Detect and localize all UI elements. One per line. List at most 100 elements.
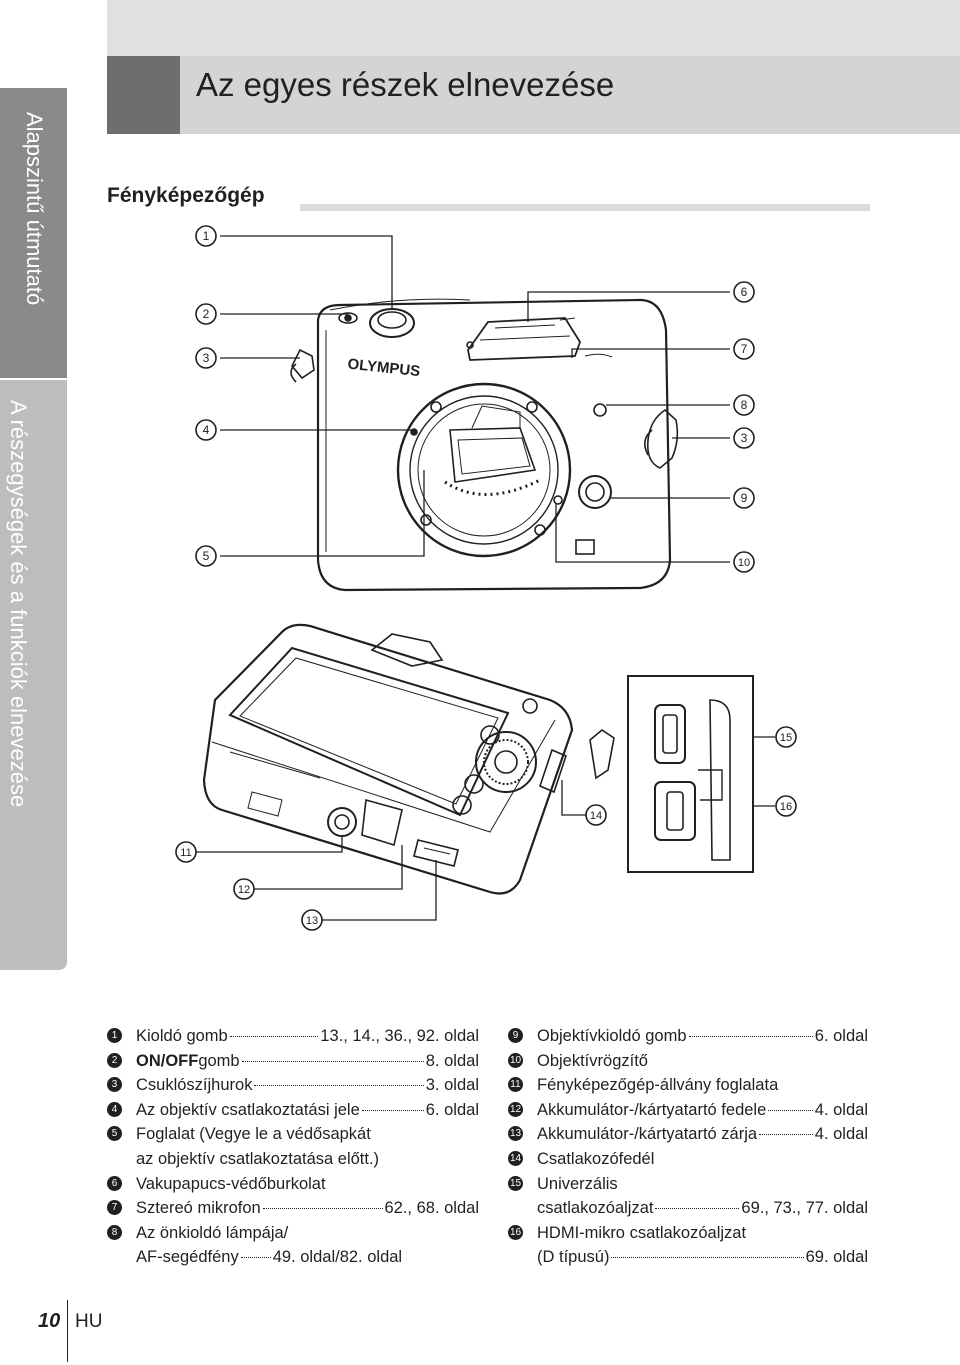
marker-4: 4 <box>195 419 217 441</box>
svg-text:9: 9 <box>741 491 748 505</box>
legend-number: 15 <box>508 1175 523 1191</box>
marker-13: 13 <box>301 909 323 931</box>
legend-name: Csatlakozófedél <box>537 1149 655 1168</box>
svg-text:10: 10 <box>738 557 750 569</box>
legend-item-6: 6 Vakupapucs-védőburkolat <box>107 1172 479 1197</box>
legend-item-8: 8 Az önkioldó lámpája/AF-segédfény 49. o… <box>107 1221 479 1270</box>
camera-back-view <box>202 623 615 895</box>
legend-item-2: 2 ON/OFF gomb 8. oldal <box>107 1049 479 1074</box>
language-code: HU <box>75 1311 103 1332</box>
marker-2: 2 <box>195 303 217 325</box>
leader-lines <box>196 235 775 921</box>
parts-legend-left: 1 Kioldó gomb 13., 14., 36., 92. oldal 2 … <box>107 1024 479 1270</box>
svg-text:11: 11 <box>180 847 191 859</box>
legend-number: 3 <box>107 1077 122 1093</box>
legend-number: 7 <box>107 1200 122 1216</box>
marker-10: 10 <box>733 551 755 573</box>
brand-logo: OLYMPUS <box>347 356 421 381</box>
legend-name: Objektívrögzítő <box>537 1051 648 1070</box>
marker-15: 15 <box>775 726 797 748</box>
legend-page: 6. oldal <box>425 1100 479 1119</box>
marker-7: 7 <box>733 338 755 360</box>
side-tab-parts-names-label: A részegységek és a funkciók elnevezése <box>6 400 31 808</box>
legend-name: gomb <box>198 1051 240 1070</box>
legend-name-cont: csatlakozóaljzat <box>537 1199 654 1218</box>
legend-number: 13 <box>508 1126 523 1142</box>
legend-item-14: 14 Csatlakozófedél <box>508 1147 868 1172</box>
legend-item-7: 7 Sztereó mikrofon 62., 68. oldal <box>107 1196 479 1221</box>
legend-name: Foglalat (Vegye le a védősapkát <box>136 1125 371 1144</box>
legend-name: Csuklószíjhurok <box>136 1076 253 1095</box>
legend-page: 49. oldal/82. oldal <box>272 1248 403 1267</box>
legend-name: Vakupapucs-védőburkolat <box>136 1174 326 1193</box>
section-rule <box>300 204 870 211</box>
marker-12: 12 <box>233 878 255 900</box>
side-tab-basic-guide-label: Alapszintű útmutató <box>22 112 47 306</box>
svg-text:15: 15 <box>780 732 792 744</box>
marker-5: 5 <box>195 545 217 567</box>
svg-text:8: 8 <box>741 398 748 412</box>
marker-3b: 3 <box>733 427 755 449</box>
legend-number: 2 <box>107 1052 122 1068</box>
side-tab-parts-names[interactable] <box>0 380 67 970</box>
marker-8: 8 <box>733 394 755 416</box>
legend-item-16: 16 HDMI-mikro csatlakozóaljzat (D típusú)… <box>508 1221 868 1270</box>
side-tab-basic-guide[interactable] <box>0 88 67 378</box>
legend-number: 4 <box>107 1101 122 1117</box>
svg-text:2: 2 <box>203 307 210 321</box>
connector-inset <box>627 675 754 873</box>
camera-diagram: OLYMPUS <box>175 225 797 931</box>
svg-text:13: 13 <box>306 915 318 927</box>
svg-text:7: 7 <box>741 342 748 356</box>
legend-page: 13., 14., 36., 92. oldal <box>320 1027 479 1045</box>
legend-name: HDMI-mikro csatlakozóaljzat <box>537 1223 747 1242</box>
legend-name: Objektívkioldó gomb <box>537 1027 687 1045</box>
marker-1: 1 <box>195 225 217 247</box>
footer-divider <box>67 1300 68 1362</box>
legend-number: 9 <box>508 1028 523 1043</box>
svg-text:1: 1 <box>203 229 210 243</box>
header-top-band <box>107 0 960 56</box>
part-markers: 1 2 3 4 5 6 7 8 3 9 10 11 12 13 14 15 16 <box>175 225 797 931</box>
legend-name: Akkumulátor-/kártyatartó zárja <box>537 1125 758 1144</box>
legend-item-10: 10 Objektívrögzítő <box>508 1049 868 1074</box>
legend-page: 8. oldal <box>425 1051 479 1070</box>
legend-name: Az önkioldó lámpája/ <box>136 1223 289 1242</box>
legend-page: 62., 68. oldal <box>384 1199 480 1218</box>
legend-number: 5 <box>107 1126 122 1142</box>
marker-11: 11 <box>175 841 197 863</box>
legend-number: 1 <box>107 1028 122 1043</box>
svg-text:5: 5 <box>203 549 210 563</box>
svg-text:14: 14 <box>590 810 602 822</box>
legend-name: Fényképezőgép-állvány foglalata <box>537 1076 779 1095</box>
legend-name-cont: (D típusú) <box>537 1248 610 1267</box>
legend-name-cont: AF-segédfény <box>136 1248 239 1267</box>
legend-item-3: 3 Csuklószíjhurok 3. oldal <box>107 1073 479 1098</box>
legend-name-bold: ON/OFF <box>136 1051 199 1070</box>
legend-item-1: 1 Kioldó gomb 13., 14., 36., 92. oldal <box>107 1024 479 1049</box>
legend-page: 69., 73., 77. oldal <box>741 1199 868 1218</box>
legend-name: Kioldó gomb <box>136 1027 228 1045</box>
header-bar <box>107 56 960 134</box>
camera-front-view: OLYMPUS <box>290 298 679 592</box>
legend-page: 3. oldal <box>425 1076 479 1095</box>
legend-number: 12 <box>508 1101 523 1117</box>
marker-14: 14 <box>585 804 607 826</box>
svg-text:4: 4 <box>203 423 210 437</box>
legend-name: Sztereó mikrofon <box>136 1199 261 1218</box>
legend-page: 69. oldal <box>805 1248 868 1267</box>
marker-3: 3 <box>195 347 217 369</box>
legend-number: 10 <box>508 1052 523 1068</box>
legend-number: 14 <box>508 1150 523 1166</box>
svg-text:3: 3 <box>741 431 748 445</box>
legend-number: 8 <box>107 1224 122 1240</box>
svg-text:6: 6 <box>741 285 748 299</box>
legend-number: 16 <box>508 1224 523 1240</box>
marker-6: 6 <box>733 281 755 303</box>
